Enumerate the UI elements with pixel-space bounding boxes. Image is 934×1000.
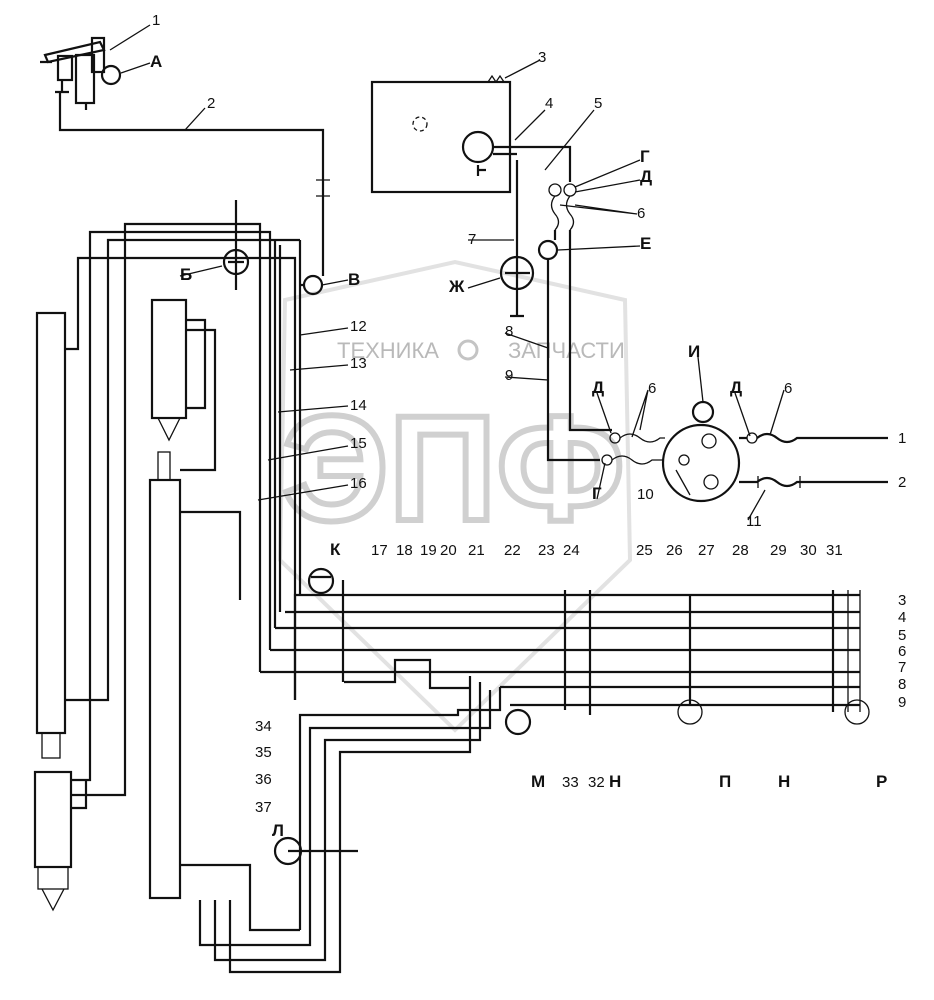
control-valve-assembly (40, 36, 330, 250)
label-L: Л (272, 821, 284, 840)
output-3: 3 (898, 592, 906, 609)
callout-27: 27 (698, 542, 715, 559)
callout-4: 4 (545, 95, 553, 112)
output-manifold (500, 590, 870, 725)
label-V: В (348, 270, 360, 289)
callout-25: 25 (636, 542, 653, 559)
callout-13: 13 (350, 355, 367, 372)
callout-31: 31 (826, 542, 843, 559)
letter-labels: А Б В Г Д Е Ж И Д Д Г К Л М Н П Н Р (150, 52, 887, 840)
callout-6c: 6 (784, 380, 792, 397)
label-Zh: Ж (448, 277, 465, 296)
output-5: 5 (898, 627, 906, 644)
callout-1: 1 (152, 12, 160, 29)
label-N-right: Н (778, 772, 790, 791)
callout-11: 11 (746, 513, 762, 530)
label-D-left: Д (592, 378, 604, 397)
label-D-right: Д (730, 378, 742, 397)
output-2: 2 (898, 474, 906, 491)
left-cylinder-long (35, 238, 300, 759)
callout-16: 16 (350, 475, 367, 492)
callout-9: 9 (505, 367, 513, 384)
label-M: М (531, 772, 545, 791)
watermark-gear-icon (457, 339, 479, 361)
callout-5: 5 (594, 95, 602, 112)
callout-20: 20 (440, 542, 457, 559)
callout-10: 10 (637, 486, 654, 503)
watermark-big-text: ЭПФ (282, 384, 625, 552)
label-G-top: Г (640, 147, 650, 166)
callout-6b: 6 (648, 380, 656, 397)
leader-lines (109, 24, 785, 521)
callout-6a: 6 (637, 205, 645, 222)
label-A: А (150, 52, 162, 71)
callout-3: 3 (538, 49, 546, 66)
callout-30: 30 (800, 542, 817, 559)
label-P: П (719, 772, 731, 791)
mid-cylinder-top (150, 298, 217, 472)
callout-23: 23 (538, 542, 555, 559)
callout-29: 29 (770, 542, 787, 559)
left-cylinder-small (33, 222, 272, 912)
output-6: 6 (898, 643, 906, 660)
callout-36: 36 (255, 771, 272, 788)
output-8: 8 (898, 676, 906, 693)
watermark-line1: ТЕХНИКА (337, 338, 439, 363)
callout-34: 34 (255, 718, 272, 735)
label-N-left: Н (609, 772, 621, 791)
callout-22: 22 (504, 542, 521, 559)
callout-14: 14 (350, 397, 367, 414)
callout-21: 21 (468, 542, 485, 559)
watermark-line2: ЗАПЧАСТИ (508, 338, 625, 363)
output-9: 9 (898, 694, 906, 711)
right-output-labels: 1 2 3 4 5 6 7 8 9 (898, 430, 906, 711)
callout-37: 37 (255, 799, 272, 816)
pump (601, 400, 888, 503)
callout-33: 33 (562, 774, 579, 791)
label-D-top: Д (640, 167, 652, 186)
label-E: Е (640, 234, 651, 253)
label-G-bottom: Г (592, 484, 602, 503)
output-4: 4 (898, 609, 906, 626)
callout-28: 28 (732, 542, 749, 559)
output-1: 1 (898, 430, 906, 447)
callout-15: 15 (350, 435, 367, 452)
callout-labels: 1 2 3 4 5 6 7 8 9 10 11 12 13 14 15 16 1… (152, 12, 843, 816)
callout-12: 12 (350, 318, 367, 335)
callout-2: 2 (207, 95, 215, 112)
callout-17: 17 (371, 542, 388, 559)
callout-32: 32 (588, 774, 605, 791)
supply-lines (222, 200, 860, 700)
label-I: И (688, 342, 700, 361)
label-R: Р (876, 772, 887, 791)
label-K: К (330, 540, 341, 559)
callout-24: 24 (563, 542, 580, 559)
callout-35: 35 (255, 744, 272, 761)
watermark: ЭПФ ТЕХНИКА ЗАПЧАСТИ (277, 259, 633, 733)
output-7: 7 (898, 659, 906, 676)
mid-cylinder-long (148, 451, 300, 932)
hydraulic-tank (370, 74, 612, 462)
callout-8: 8 (505, 323, 513, 340)
callout-18: 18 (396, 542, 413, 559)
callout-26: 26 (666, 542, 683, 559)
callout-19: 19 (420, 542, 437, 559)
return-lines (198, 658, 532, 974)
